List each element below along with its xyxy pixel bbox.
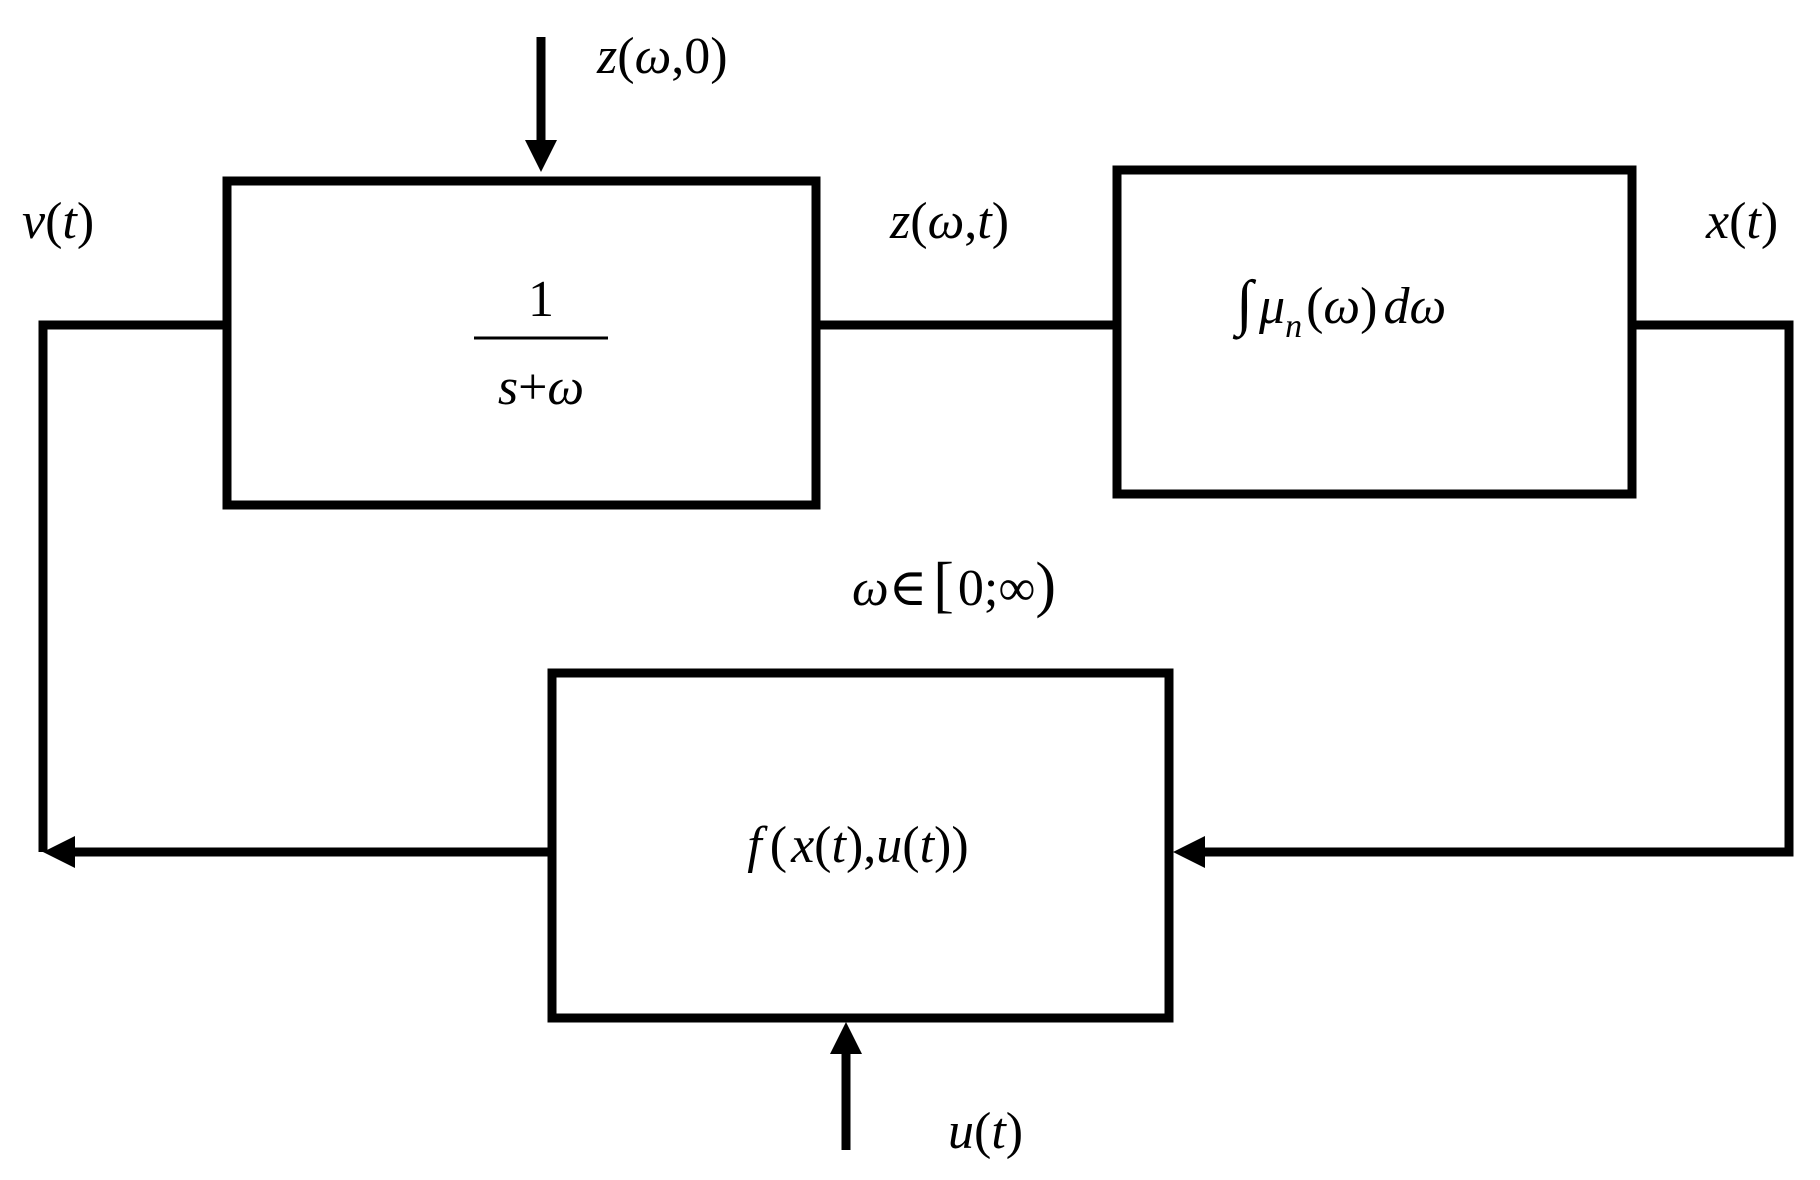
arrowhead-v-path <box>43 836 75 868</box>
v-input-path <box>38 320 223 852</box>
integral-expression: ∫μn(ω)dω <box>1232 269 1446 345</box>
state-z-label: z(ω,t) <box>889 193 1009 250</box>
feedback-function-expression: f(x(t),u(t)) <box>747 817 968 874</box>
frequency-domain-label: ω∈[0;∞) <box>852 551 1056 619</box>
input-u-label: u(t) <box>948 1103 1023 1160</box>
feedback-function-block <box>547 668 1174 1023</box>
u-input-arrowhead <box>830 1022 862 1054</box>
integral-block <box>1112 165 1637 499</box>
input-v-label: v(t) <box>22 193 94 250</box>
transfer-numerator: 1 <box>528 271 554 328</box>
initial-state-label: z(ω,0) <box>596 28 728 85</box>
output-x-feedback-path <box>1196 320 1794 857</box>
initial-state-arrowhead <box>525 140 557 172</box>
transfer-function-block <box>222 176 821 510</box>
transfer-denominator: s+ω <box>498 359 584 416</box>
output-x-label: x(t) <box>1705 193 1778 250</box>
arrowhead-into-feedback-block <box>1173 836 1205 868</box>
